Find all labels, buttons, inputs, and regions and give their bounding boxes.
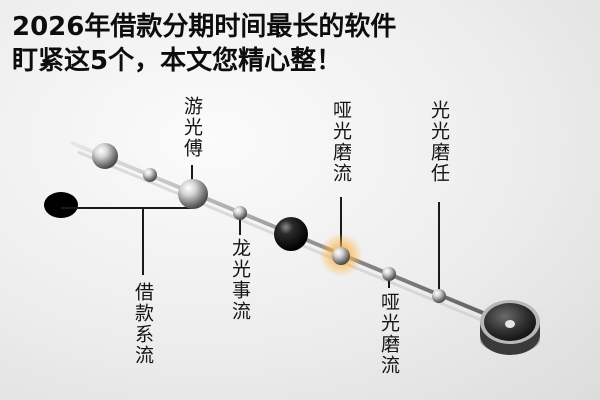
bead-black [274, 217, 308, 251]
bead-3 [178, 179, 208, 209]
label-jiekuan: 借款系流 [132, 282, 154, 366]
label-longguang: 龙光事流 [229, 238, 251, 322]
label-yaguang-bottom: 哑光磨流 [378, 292, 400, 376]
cylinder-knob [505, 320, 515, 328]
headline-line-2: 盯紧这5个，本文您精心整！ [12, 46, 343, 76]
bead-4 [233, 206, 247, 220]
headline: 2026年借款分期时间最长的软件 盯紧这5个，本文您精心整！ [12, 10, 482, 78]
label-yaguang-top: 哑光磨流 [330, 100, 352, 184]
bead-1 [92, 143, 118, 169]
label-guangguang: 光光磨任 [428, 100, 450, 184]
label-youguang: 游光傅 [181, 96, 203, 159]
bead-7 [432, 289, 446, 303]
headline-line-1: 2026年借款分期时间最长的软件 [12, 12, 397, 42]
bead-6 [382, 267, 396, 281]
bead-2 [143, 168, 157, 182]
bead-glow [332, 247, 350, 265]
black-node [44, 192, 78, 218]
